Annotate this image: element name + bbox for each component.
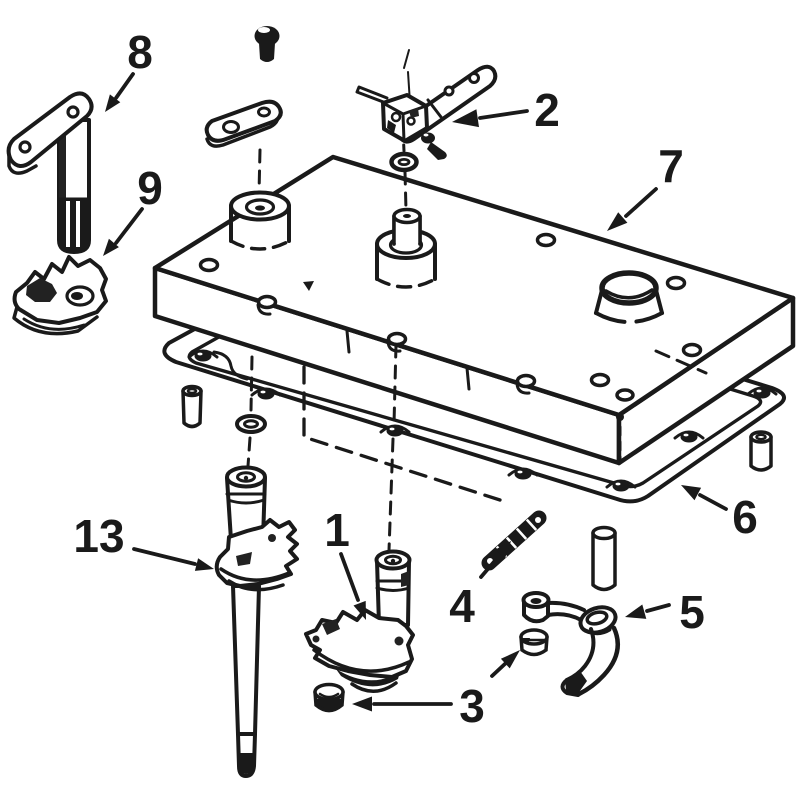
link-plate — [204, 99, 283, 148]
callout-labels: 8 9 2 7 13 1 4 3 5 6 — [73, 26, 757, 732]
arrow-7 — [607, 187, 658, 231]
callout-label-7: 7 — [658, 140, 684, 192]
arrow-3-right — [490, 650, 520, 678]
dowel-pin-left — [181, 384, 203, 429]
projection-lines — [246, 128, 708, 552]
fork-prong-outer — [576, 625, 620, 697]
callout-label-2: 2 — [534, 84, 560, 136]
part-8-lever-shaft — [6, 91, 94, 254]
lever-set-screw — [421, 132, 447, 160]
screw-bolt-top — [254, 26, 280, 62]
cover-plug-right — [594, 270, 664, 324]
arrow-1 — [339, 552, 366, 620]
arrow-3-left — [352, 696, 453, 712]
callout-label-8: 8 — [127, 26, 153, 78]
part-13-shift-shaft — [214, 465, 299, 778]
callout-label-5: 5 — [679, 586, 705, 638]
callout-label-3: 3 — [459, 680, 485, 732]
o-ring-lower — [235, 414, 267, 434]
part-3-cap-left — [313, 682, 345, 713]
shaft-lower-body — [231, 584, 261, 736]
gasket-notch — [212, 350, 249, 381]
shaft-splines — [59, 199, 89, 251]
callout-label-6: 6 — [732, 491, 758, 543]
shaft-cam-plate — [214, 518, 299, 588]
callout-label-4: 4 — [449, 580, 475, 632]
callout-label-13: 13 — [73, 510, 124, 562]
shifter-body — [375, 559, 411, 627]
arrow-9 — [103, 207, 144, 256]
cover-top-holes — [198, 232, 703, 402]
arrow-6 — [681, 485, 728, 511]
arrow-5 — [625, 603, 671, 619]
part-3-cap-right — [519, 628, 549, 657]
cover-cast-mark — [303, 281, 314, 291]
arrow-8 — [105, 72, 135, 112]
dowel-pin-right — [749, 430, 773, 472]
cover-boss-center — [375, 207, 437, 289]
arrow-4 — [479, 541, 511, 579]
part-2-lever-assembly — [355, 49, 498, 160]
o-ring-upper — [389, 151, 419, 173]
part-7-cover — [152, 154, 796, 466]
arrow-2 — [452, 109, 529, 128]
callout-arrows — [103, 72, 728, 712]
part-5-shift-fork — [521, 591, 620, 697]
gasket-bolt-holes — [187, 349, 778, 492]
dowel-pin-center — [591, 525, 617, 592]
callout-label-1: 1 — [324, 504, 350, 556]
cover-boss-left — [229, 190, 291, 251]
arrow-13 — [132, 547, 214, 571]
callout-label-9: 9 — [137, 162, 163, 214]
part-4-spring — [481, 510, 547, 571]
part-9-detent-cam — [12, 255, 108, 336]
cover-edge-holes — [256, 294, 537, 395]
part-1-shifter-cam — [304, 549, 415, 693]
cover-corner-dot — [616, 413, 624, 421]
